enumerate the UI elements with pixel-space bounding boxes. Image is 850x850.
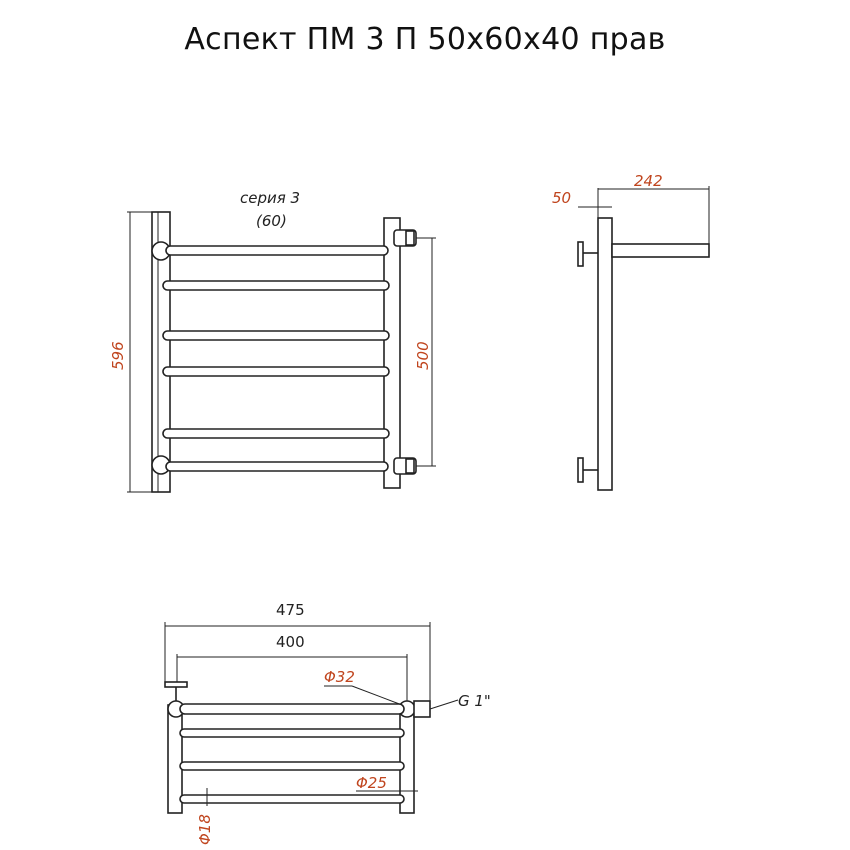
dim-depth: 242	[634, 172, 663, 190]
top-rung-2	[179, 728, 405, 738]
series-sub-label: (60)	[256, 212, 287, 230]
dim-width-total: 475	[276, 601, 305, 619]
series-label: серия 3	[240, 189, 300, 207]
top-rung-3	[179, 761, 405, 771]
side-upright	[597, 217, 613, 491]
top-left-bracket	[164, 681, 188, 688]
top-view: 475 400 Φ32 G 1" Φ25 Φ18	[164, 601, 491, 845]
rung-2	[162, 280, 390, 291]
dim-height-total: 596	[109, 341, 127, 370]
rung-1	[165, 245, 389, 256]
side-top-rung	[611, 243, 710, 258]
thread-label: G 1"	[458, 692, 491, 710]
dim-width-axis: 400	[276, 633, 305, 651]
dim-axis-distance: 500	[414, 341, 432, 370]
top-rung-1	[179, 703, 405, 715]
dim-diameter-rung: Φ25	[356, 774, 387, 792]
front-view: 596 500 серия 3 (60)	[109, 189, 436, 493]
rung-5	[162, 428, 390, 439]
dim-offset: 50	[552, 189, 571, 207]
dim-diameter-small: Φ18	[196, 814, 214, 845]
rung-3	[162, 330, 390, 341]
drawing-title: Аспект ПМ 3 П 50х60х40 прав	[184, 22, 666, 57]
right-upright	[383, 217, 401, 489]
side-view: 50 242	[552, 172, 710, 491]
dim-diameter-main: Φ32	[324, 668, 355, 686]
rung-4	[162, 366, 390, 377]
rung-6	[165, 461, 389, 472]
top-rung-4	[179, 794, 405, 804]
top-right-connector	[413, 700, 431, 718]
